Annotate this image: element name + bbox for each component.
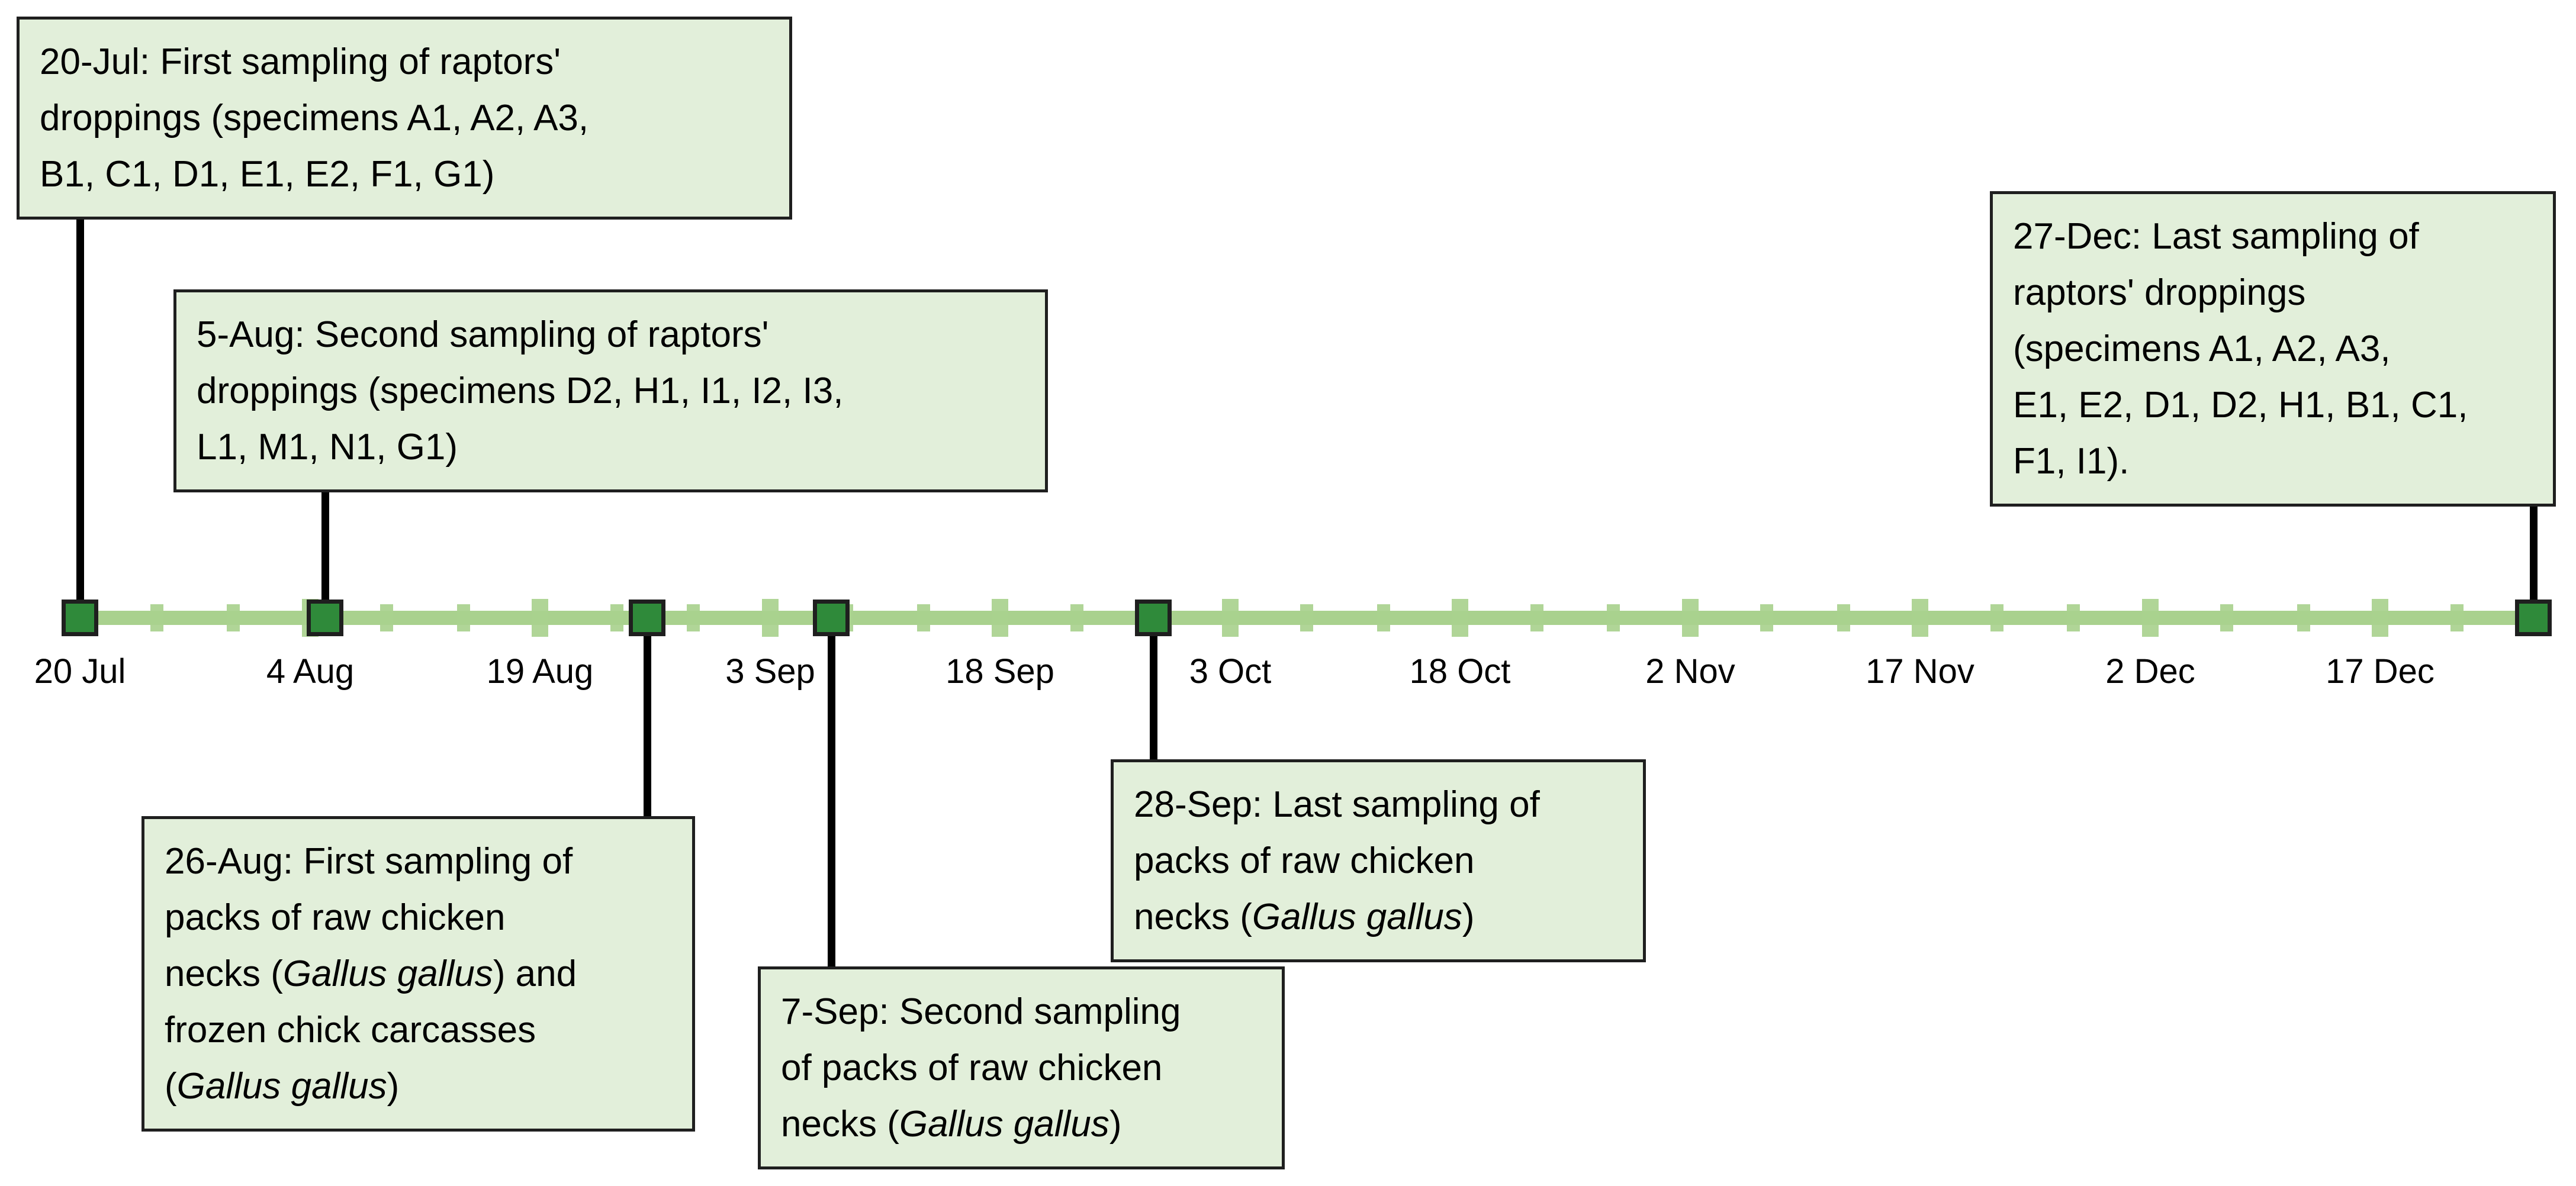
- timeline-tick-minor: [1070, 604, 1083, 631]
- axis-label: 20 Jul: [34, 652, 126, 691]
- timeline-tick-major: [1222, 599, 1239, 637]
- timeline-tick-major: [762, 599, 779, 637]
- timeline-tick-major: [2372, 599, 2388, 637]
- timeline-tick-major: [532, 599, 548, 637]
- axis-label: 2 Dec: [2105, 652, 2195, 691]
- event-callout-5-aug: 5-Aug: Second sampling of raptors'droppi…: [173, 289, 1048, 492]
- timeline-tick-minor: [227, 604, 240, 631]
- axis-label: 3 Sep: [725, 652, 815, 691]
- timeline-tick-minor: [1300, 604, 1313, 631]
- axis-label: 3 Oct: [1189, 652, 1272, 691]
- axis-label: 2 Nov: [1645, 652, 1735, 691]
- event-marker-27-dec: [2515, 600, 2552, 636]
- event-marker-7-sep: [813, 600, 850, 636]
- timeline-tick-minor: [2297, 604, 2310, 631]
- axis-label: 17 Nov: [1866, 652, 1974, 691]
- event-connector-20-jul: [76, 105, 84, 618]
- callout-text: 5-Aug: Second sampling of raptors'droppi…: [197, 314, 844, 468]
- event-marker-26-aug: [629, 600, 665, 636]
- event-marker-28-sep: [1135, 600, 1172, 636]
- event-marker-20-jul: [62, 600, 98, 636]
- timeline-tick-minor: [2220, 604, 2233, 631]
- timeline-tick-minor: [610, 604, 623, 631]
- axis-label: 18 Sep: [946, 652, 1054, 691]
- timeline-tick-major: [2142, 599, 2159, 637]
- timeline-tick-major: [1912, 599, 1928, 637]
- timeline-tick-minor: [687, 604, 700, 631]
- timeline-tick-minor: [2067, 604, 2080, 631]
- timeline-tick-minor: [380, 604, 393, 631]
- callout-text: 20-Jul: First sampling of raptors'droppi…: [40, 41, 589, 195]
- timeline-tick-minor: [1530, 604, 1543, 631]
- axis-label: 18 Oct: [1409, 652, 1511, 691]
- timeline-tick-major: [992, 599, 1008, 637]
- timeline-tick-minor: [1377, 604, 1390, 631]
- axis-label: 4 Aug: [266, 652, 355, 691]
- timeline-tick-minor: [1837, 604, 1850, 631]
- timeline-band: [74, 611, 2519, 625]
- event-connector-7-sep: [828, 618, 835, 1055]
- timeline-tick-major: [1682, 599, 1699, 637]
- timeline-tick-minor: [150, 604, 163, 631]
- timeline-tick-major: [1452, 599, 1468, 637]
- axis-label: 19 Aug: [486, 652, 594, 691]
- timeline-tick-minor: [1607, 604, 1620, 631]
- event-marker-5-aug: [307, 600, 343, 636]
- timeline-tick-minor: [2450, 604, 2464, 631]
- timeline-tick-minor: [1990, 604, 2003, 631]
- event-callout-20-jul: 20-Jul: First sampling of raptors'droppi…: [17, 17, 792, 220]
- timeline-tick-minor: [457, 604, 470, 631]
- timeline-tick-minor: [917, 604, 930, 631]
- timeline-tick-minor: [1760, 604, 1773, 631]
- axis-label: 17 Dec: [2326, 652, 2435, 691]
